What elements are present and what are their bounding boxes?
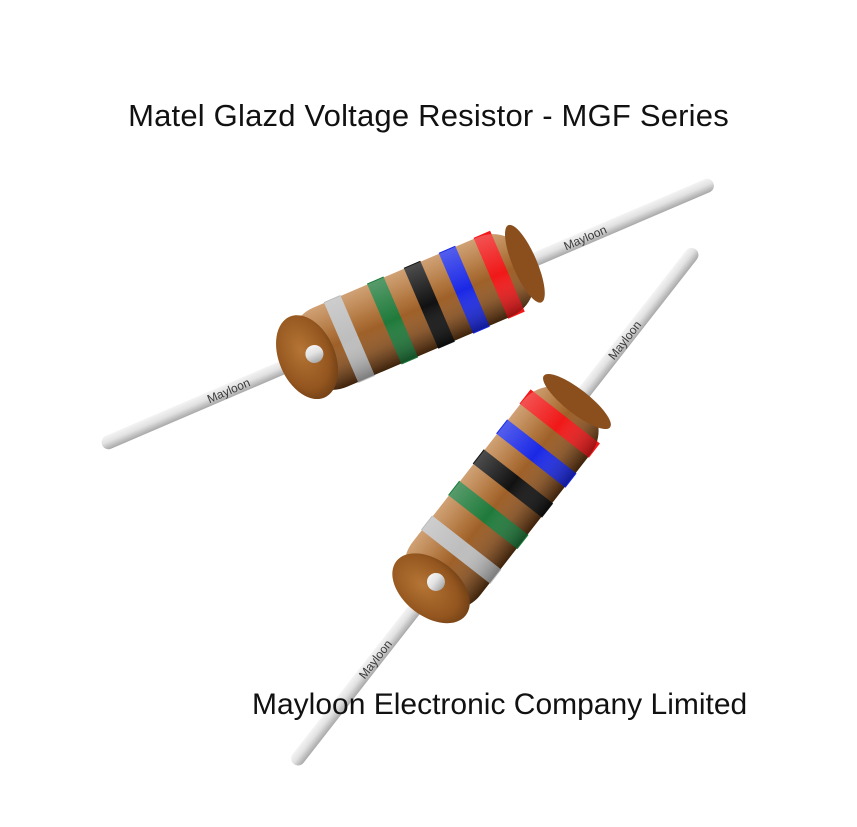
resistor-top: Mayloon Mayloon (101, 178, 714, 450)
lead-right (569, 247, 699, 409)
band-group (404, 386, 600, 610)
company-name: Mayloon Electronic Company Limited (252, 688, 748, 721)
page-title: Matel Glazd Voltage Resistor - MGF Serie… (128, 98, 729, 133)
lead-left (291, 581, 439, 766)
lead-right (519, 178, 714, 270)
lead-left (101, 350, 315, 450)
lead-label-left: Mayloon (205, 375, 252, 406)
lead-label-left: Mayloon (356, 637, 395, 681)
lead-label-right: Mayloon (605, 318, 644, 362)
lead-label-right: Mayloon (562, 223, 609, 254)
band-group (290, 230, 535, 390)
